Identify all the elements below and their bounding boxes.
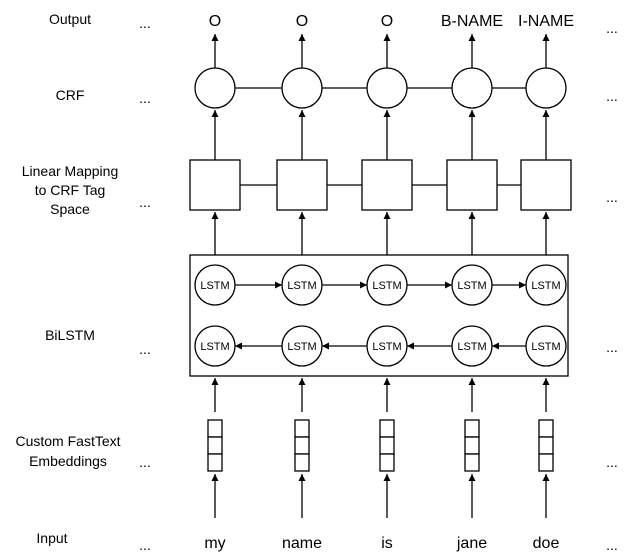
embedding-cell [379, 436, 395, 455]
row-label-bilstm: BiLSTM [45, 327, 95, 343]
forward-lstm-label: LSTM [287, 280, 316, 292]
forward-lstm-label: LSTM [457, 280, 486, 292]
input-word: name [282, 535, 322, 552]
embedding-cell [207, 419, 223, 438]
backward-lstm-cell [281, 325, 323, 367]
ellipsis: ... [139, 537, 151, 553]
embedding-cell [294, 419, 310, 438]
output-tag: O [296, 13, 308, 30]
output-tag: I-NAME [518, 13, 574, 30]
input-word: is [381, 535, 393, 552]
ellipsis: ... [606, 88, 618, 104]
embedding-cell [379, 453, 395, 472]
backward-lstm-cell [194, 325, 236, 367]
forward-lstm-label: LSTM [531, 280, 560, 292]
right-ellipses: ... ... ... ... ... ... [606, 20, 618, 553]
crf-node [281, 67, 323, 109]
backward-lstm-cell [525, 325, 567, 367]
output-tag: O [381, 13, 393, 30]
backward-lstm-label: LSTM [372, 341, 401, 353]
row-label-output: Output [49, 11, 91, 27]
linear-mapping-node [446, 159, 498, 211]
left-ellipses: ... ... ... ... ... ... [139, 15, 151, 553]
backward-lstm-cell [366, 325, 408, 367]
input-word: jane [456, 535, 487, 552]
embedding-cell [207, 453, 223, 472]
row-label-crf: CRF [56, 87, 85, 103]
embedding-cell [294, 436, 310, 455]
backward-lstm-label: LSTM [457, 341, 486, 353]
ellipsis: ... [606, 189, 618, 205]
crf-node [525, 67, 567, 109]
linear-mapping-node [361, 159, 413, 211]
input-word: my [204, 535, 225, 552]
crf-node [451, 67, 493, 109]
forward-lstm-label: LSTM [200, 280, 229, 292]
linear-mapping-node [189, 159, 241, 211]
embedding-cell [538, 419, 554, 438]
forward-lstm-cell [451, 264, 493, 306]
embedding-cell [464, 419, 480, 438]
forward-lstm-cell [525, 264, 567, 306]
crf-node [194, 67, 236, 109]
embedding-cell [464, 436, 480, 455]
row-label-input: Input [36, 530, 67, 546]
forward-lstm-label: LSTM [372, 280, 401, 292]
row-label-embeddings-line-2: Embeddings [29, 453, 107, 469]
ellipsis: ... [606, 454, 618, 470]
backward-lstm-cell [451, 325, 493, 367]
ellipsis: ... [606, 20, 618, 36]
backward-lstm-label: LSTM [287, 341, 316, 353]
output-tag: O [209, 13, 221, 30]
crf-node [366, 67, 408, 109]
backward-lstm-label: LSTM [531, 341, 560, 353]
linear-mapping-node [276, 159, 328, 211]
embedding-cell [464, 453, 480, 472]
embedding-cell [538, 453, 554, 472]
ellipsis: ... [139, 90, 151, 106]
forward-lstm-cell [281, 264, 323, 306]
ellipsis: ... [139, 194, 151, 210]
ellipsis: ... [139, 454, 151, 470]
row-label-linear-line-3: Space [50, 201, 90, 217]
input-word: doe [533, 535, 560, 552]
forward-lstm-cell [194, 264, 236, 306]
ellipsis: ... [139, 15, 151, 31]
output-tag: B-NAME [441, 13, 503, 30]
ellipsis: ... [139, 341, 151, 357]
row-label-linear-line-1: Linear Mapping [22, 163, 119, 179]
embedding-cell [294, 453, 310, 472]
linear-mapping-node [520, 159, 572, 211]
row-label-linear-line-2: to CRF Tag [35, 182, 106, 198]
row-label-embeddings-line-1: Custom FastText [15, 433, 120, 449]
ellipsis: ... [606, 339, 618, 355]
embedding-cell [538, 436, 554, 455]
embedding-cell [379, 419, 395, 438]
diagram-columns: O LSTM LSTM my O LSTM LSTM name O LSTM LSTM is B-NAM… [189, 13, 574, 552]
forward-lstm-cell [366, 264, 408, 306]
ellipsis: ... [606, 537, 618, 553]
backward-lstm-label: LSTM [200, 341, 229, 353]
embedding-cell [207, 436, 223, 455]
